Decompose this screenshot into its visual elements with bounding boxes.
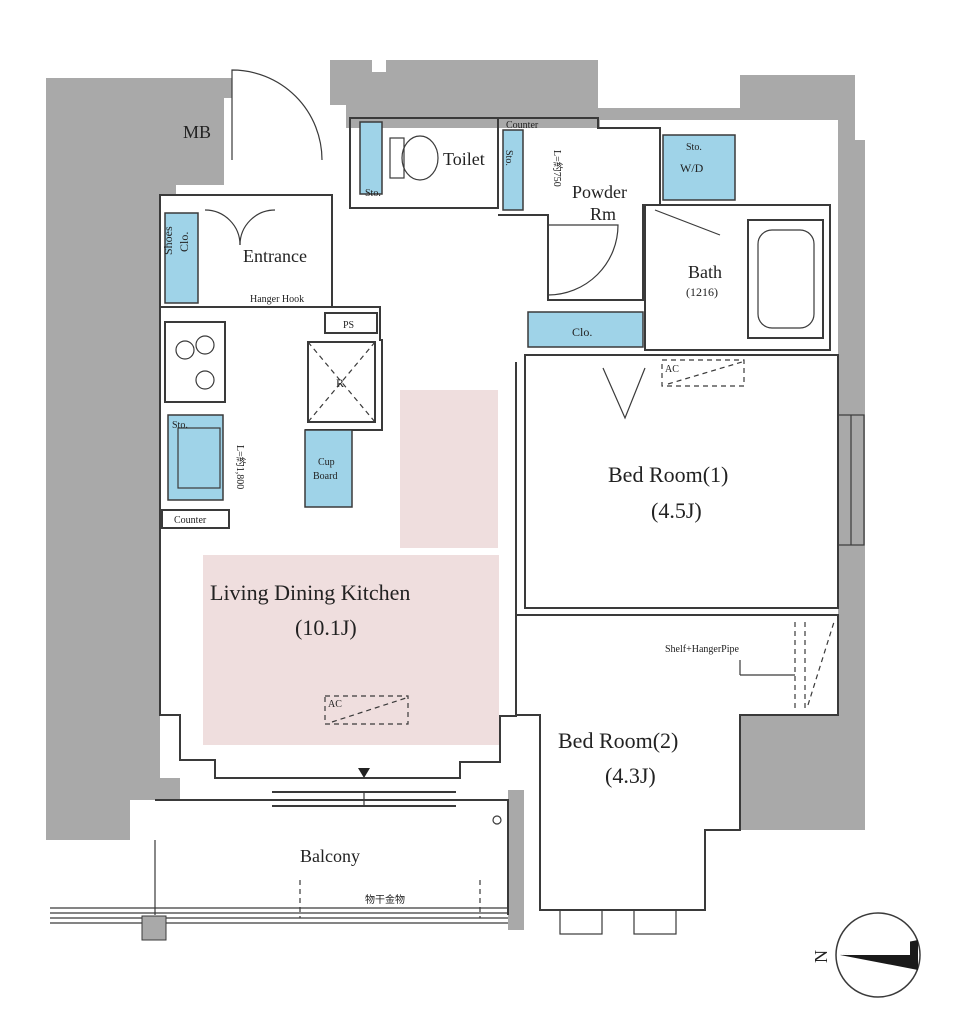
ldk-size: (10.1J) <box>295 615 357 640</box>
refrigerator-label: R <box>336 376 344 390</box>
railings <box>50 414 865 941</box>
entrance-label: Entrance <box>243 246 307 266</box>
toilet-storage-label: Sto. <box>365 188 381 199</box>
ps-label: PS <box>343 320 354 331</box>
toilet-label: Toilet <box>443 149 485 169</box>
powder-storage-label: Sto. <box>503 150 514 166</box>
ldk-highlight <box>203 390 499 745</box>
kitchen-counter-label: Counter <box>174 515 207 526</box>
exterior-walls <box>46 60 865 930</box>
room-outlines <box>154 117 839 915</box>
laundry-hardware-label: 物干金物 <box>365 893 405 906</box>
ac-bed1-label: AC <box>665 364 679 375</box>
powder-length-label: L=約750 <box>551 150 564 187</box>
ldk-name: Living Dining Kitchen <box>210 580 410 605</box>
shoes-clo-label-1: Shoes <box>161 226 175 255</box>
kitchen-fixtures <box>161 135 835 725</box>
washer-storage-label: Sto. <box>686 142 702 153</box>
shoes-clo-label-2: Clo. <box>177 232 191 252</box>
shelf-hanger-label: Shelf+HangerPipe <box>665 644 740 655</box>
powder-counter-label: Counter <box>506 120 539 131</box>
mb-label: MB <box>183 122 211 142</box>
cupboard-label-1: Cup <box>318 457 335 468</box>
washer-label: W/D <box>680 161 704 175</box>
bed-room-2-size: (4.3J) <box>605 763 656 788</box>
cupboard-label-2: Board <box>313 471 337 482</box>
kitchen-storage-label: Sto. <box>172 420 188 431</box>
hanger-hook-label: Hanger Hook <box>250 294 304 305</box>
bed-room-1-size: (4.5J) <box>651 498 702 523</box>
fixtures-blue <box>164 121 736 508</box>
labels: MB Entrance Shoes Clo. Hanger Hook PS R … <box>161 120 740 906</box>
closet-label: Clo. <box>572 325 592 339</box>
powder-room-label-2: Rm <box>590 204 616 224</box>
balcony-label: Balcony <box>300 846 360 866</box>
compass-north-label: N <box>811 950 831 963</box>
ac-ldk-label: AC <box>328 699 342 710</box>
bed-room-1-name: Bed Room(1) <box>608 462 728 487</box>
bed-room-2-name: Bed Room(2) <box>558 728 678 753</box>
powder-room-label-1: Powder <box>572 182 627 202</box>
kitchen-length-label: L=約1,800 <box>234 445 247 489</box>
compass: N <box>811 912 921 998</box>
doors <box>204 69 721 420</box>
bath-label: Bath <box>688 262 722 282</box>
bath-size-label: (1216) <box>686 285 718 299</box>
